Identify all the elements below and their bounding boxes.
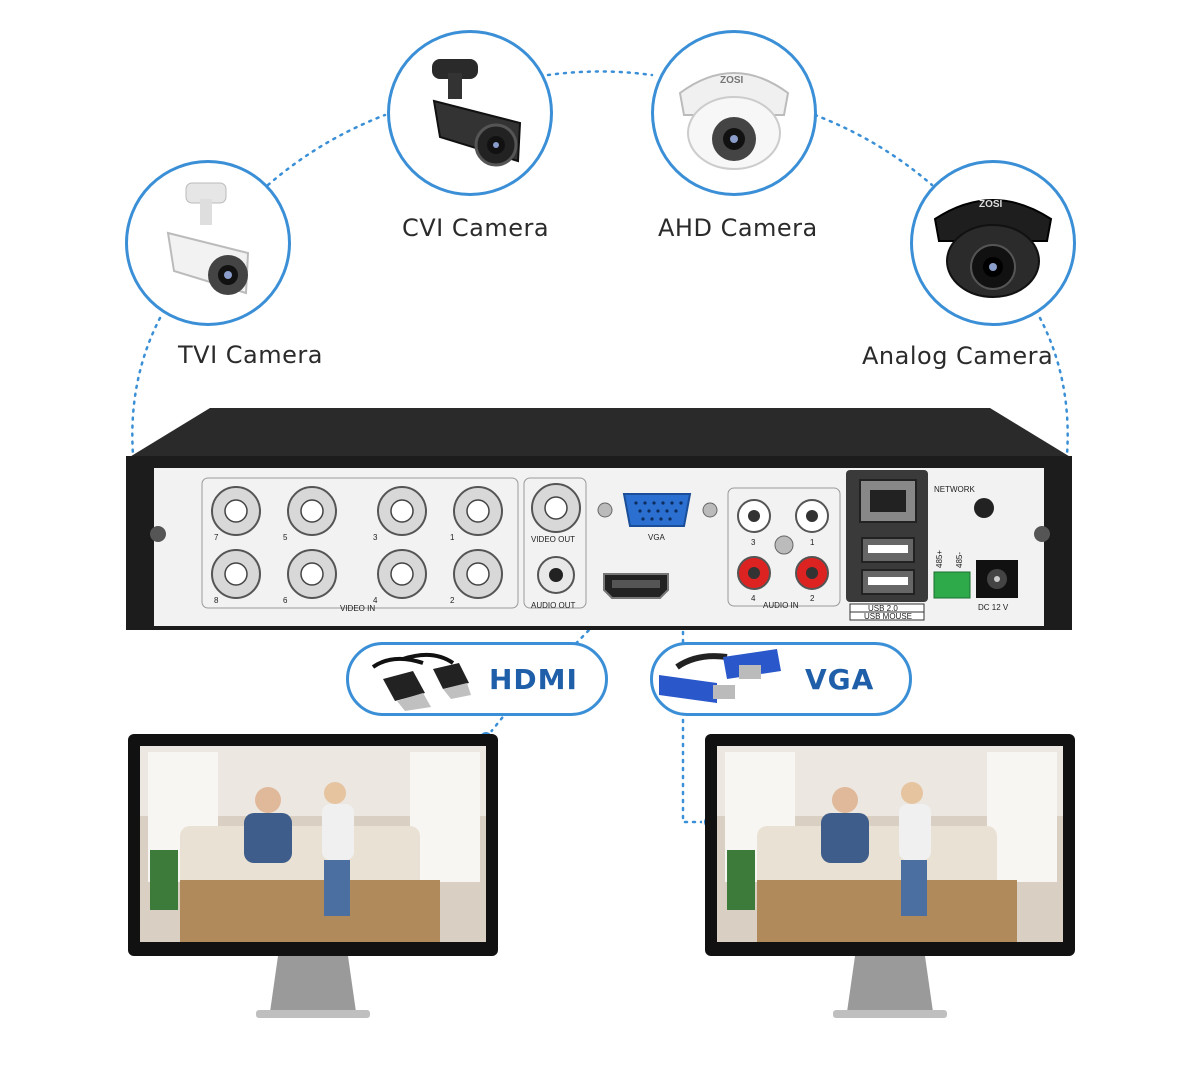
port-number: 8 <box>214 596 219 605</box>
camera-label-analog: Analog Camera <box>862 342 1054 370</box>
port-number: 1 <box>810 538 815 547</box>
vga-label: VGA <box>805 663 875 696</box>
dvr-recorder: 7 5 3 1 8 6 4 2 VIDEO IN VIDEO OUT AUDIO… <box>126 408 1072 630</box>
analog-camera-circle: ZOSI <box>910 160 1076 326</box>
camera-label-ahd: AHD Camera <box>658 214 818 242</box>
hdmi-connection-pill: HDMI <box>346 642 608 716</box>
port-number: 4 <box>751 594 756 603</box>
vga-connection-pill: VGA <box>650 642 912 716</box>
usb-mouse-label: USB MOUSE <box>864 612 912 621</box>
port-number: 3 <box>751 538 756 547</box>
tvi-camera-circle <box>125 160 291 326</box>
network-label: NETWORK <box>934 485 976 494</box>
port-number: 2 <box>450 596 455 605</box>
hdmi-cable-icon <box>371 652 471 711</box>
brand-logo: ZOSI <box>979 199 1003 210</box>
port-number: 6 <box>283 596 288 605</box>
bullet-camera-icon <box>432 59 522 167</box>
dome-camera-icon: ZOSI <box>678 72 790 170</box>
monitor-right <box>705 734 1075 1018</box>
ground-screw-icon <box>974 498 994 518</box>
rs485-terminal <box>933 571 971 599</box>
port-number: 7 <box>214 533 219 542</box>
vga-port-label: VGA <box>648 533 666 542</box>
dome-camera-icon: ZOSI <box>933 199 1053 298</box>
audio-in-label: AUDIO IN <box>763 601 799 610</box>
port-number: 2 <box>810 594 815 603</box>
camera-label-cvi: CVI Camera <box>402 214 550 242</box>
vga-cable-icon <box>659 649 781 703</box>
rs485-minus-label: 485- <box>955 552 964 568</box>
screw-left-icon <box>150 526 166 542</box>
dc-label: DC 12 V <box>978 603 1009 612</box>
port-number: 1 <box>450 533 455 542</box>
port-number: 5 <box>283 533 288 542</box>
audio-out-label: AUDIO OUT <box>531 601 576 610</box>
cvi-camera-circle <box>387 30 553 196</box>
monitor-left <box>128 734 498 1018</box>
ahd-camera-circle: ZOSI <box>651 30 817 196</box>
rs485-plus-label: 485+ <box>935 550 944 568</box>
video-in-label: VIDEO IN <box>340 604 375 613</box>
usb-label: USB 2.0 <box>868 604 898 613</box>
port-number: 3 <box>373 533 378 542</box>
camera-label-tvi: TVI Camera <box>178 341 323 369</box>
audio-in-ports <box>737 499 829 590</box>
bullet-camera-icon <box>166 182 250 295</box>
brand-logo: ZOSI <box>720 75 744 86</box>
screw-right-icon <box>1034 526 1050 542</box>
video-out-label: VIDEO OUT <box>531 535 575 544</box>
port-number: 4 <box>373 596 378 605</box>
hdmi-label: HDMI <box>489 663 578 696</box>
